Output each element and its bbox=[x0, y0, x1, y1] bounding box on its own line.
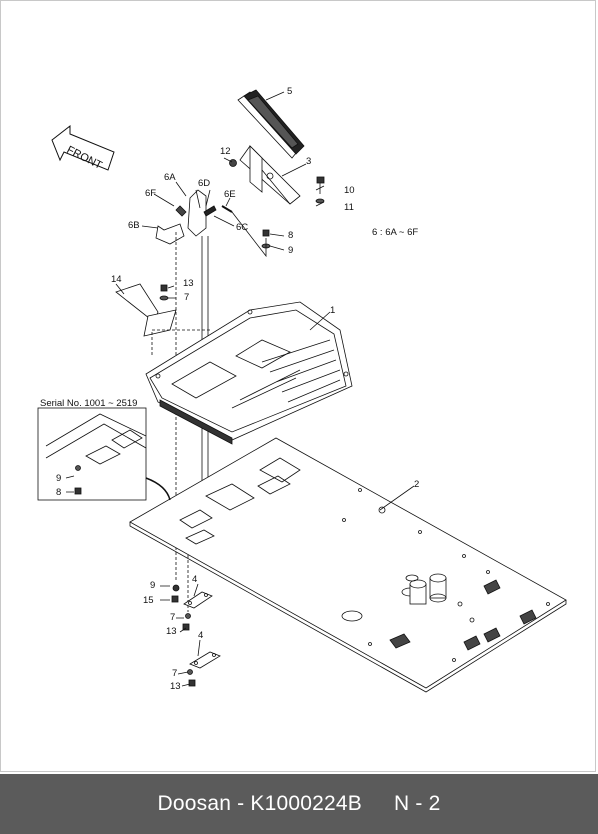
pedal-14 bbox=[115, 283, 177, 337]
callout-3: 3 bbox=[306, 156, 311, 167]
callout-5: 5 bbox=[287, 86, 292, 97]
bolt-10 bbox=[316, 176, 325, 194]
bolt-8 bbox=[262, 229, 270, 237]
washer-11 bbox=[315, 198, 325, 204]
link-plate-upper bbox=[183, 591, 213, 609]
callout-4-upper: 4 bbox=[192, 574, 197, 585]
callout-6d: 6D bbox=[198, 178, 210, 189]
callout-14: 14 bbox=[111, 274, 122, 285]
callout-6b: 6B bbox=[128, 220, 140, 231]
callout-6c: 6C bbox=[236, 222, 248, 233]
callout-10: 10 bbox=[344, 185, 355, 196]
callout-12: 12 bbox=[220, 146, 231, 157]
footer-bar: Doosan - K1000224B N - 2 bbox=[0, 774, 598, 834]
link-plate-lower bbox=[189, 651, 221, 669]
pedal-hinge-bracket bbox=[155, 189, 233, 245]
callout-1: 1 bbox=[330, 305, 335, 316]
pedal-pad bbox=[237, 89, 305, 159]
callout-6f: 6F bbox=[145, 188, 156, 199]
front-arrow-icon bbox=[51, 124, 115, 171]
pedal-bracket bbox=[239, 145, 301, 205]
serial-note: Serial No. 1001 ~ 2519 bbox=[40, 398, 137, 409]
callout-7-low: 7 bbox=[172, 668, 177, 679]
callout-13-top: 13 bbox=[183, 278, 194, 289]
group-note: 6 : 6A ~ 6F bbox=[372, 227, 418, 238]
serial-inset bbox=[37, 407, 171, 501]
footer-brand: Doosan bbox=[157, 792, 232, 815]
lower-hardware bbox=[171, 584, 196, 687]
callout-9-lower: 9 bbox=[150, 580, 155, 591]
callout-13-mid: 13 bbox=[166, 626, 177, 637]
base-plate bbox=[129, 437, 567, 693]
diagram-frame bbox=[0, 0, 596, 772]
callout-8-top: 8 bbox=[288, 230, 293, 241]
footer-separator: - bbox=[231, 792, 251, 815]
callout-6e: 6E bbox=[224, 189, 236, 200]
callout-15: 15 bbox=[143, 595, 154, 606]
callout-2: 2 bbox=[414, 479, 419, 490]
callout-13-low: 13 bbox=[170, 681, 181, 692]
callout-9-top: 9 bbox=[288, 245, 293, 256]
callout-8-inset: 8 bbox=[56, 487, 61, 498]
exploded-view-drawing: FRONT Serial No. 1001 ~ 2519 6 : 6A ~ 6F… bbox=[37, 86, 567, 693]
washer-7-top bbox=[159, 295, 169, 301]
footer-page: N - 2 bbox=[393, 792, 441, 815]
floor-cover bbox=[145, 301, 353, 445]
callout-6a: 6A bbox=[164, 172, 176, 183]
callout-9-inset: 9 bbox=[56, 473, 61, 484]
callout-4-lower: 4 bbox=[198, 630, 203, 641]
callout-7-top: 7 bbox=[184, 292, 189, 303]
bolt-13-top bbox=[160, 284, 168, 292]
callout-11: 11 bbox=[344, 202, 354, 213]
callout-7-mid: 7 bbox=[170, 612, 175, 623]
nut-12 bbox=[229, 159, 237, 167]
footer-part-number: K1000224B bbox=[250, 792, 362, 815]
